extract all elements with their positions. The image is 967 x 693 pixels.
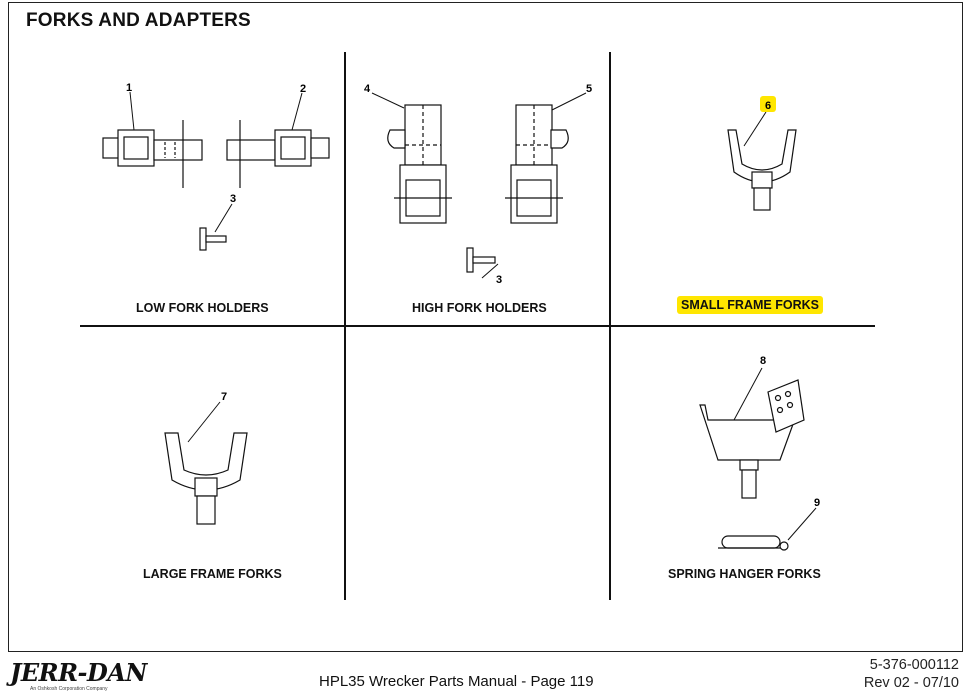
callout-number: 2 [300,83,306,95]
low-fork-holder-right [226,120,330,188]
page-frame [8,2,963,652]
caption-high-fork-holders: HIGH FORK HOLDERS [412,301,547,315]
callout-leader-6 [743,111,767,147]
callout-number: 3 [496,274,502,286]
high-fork-holder-right [505,104,569,224]
callout-number: 6 [765,100,771,112]
footer-doc-info: 5-376-000112 Rev 02 - 07/10 [864,656,959,692]
callout-leaders-low [129,91,303,233]
caption-small-frame-forks: SMALL FRAME FORKS [677,296,823,314]
callout-leader-7 [187,401,221,443]
footer-page-label: HPL35 Wrecker Parts Manual - Page 119 [319,673,594,690]
spring-hanger-fork [699,379,805,499]
callout-6-highlight [760,96,776,112]
callout-number: 7 [221,391,227,403]
high-fork-holder-left [387,104,452,224]
caption-large-frame-forks: LARGE FRAME FORKS [143,567,282,581]
callout-number: 8 [760,355,766,367]
callout-number: 5 [586,83,592,95]
callout-number: 1 [126,82,132,94]
callout-number: 4 [364,83,371,95]
grid-lines [80,52,875,600]
jerr-dan-logo: JERR-DAN [10,658,147,687]
callout-number: 3 [230,193,236,205]
pin-3-high [466,247,496,273]
logo-tagline: An Oshkosh Corporation Company [30,686,108,692]
page-title: FORKS AND ADAPTERS [26,10,251,31]
small-frame-fork [727,129,797,211]
low-fork-holder-left [102,120,203,188]
caption-low-fork-holders: LOW FORK HOLDERS [136,301,269,315]
caption-spring-hanger-forks: SPRING HANGER FORKS [668,567,821,581]
callout-number: 9 [814,497,820,509]
spring-pin-9 [718,535,789,551]
pin-3-low [199,227,227,251]
doc-number: 5-376-000112 [869,657,959,673]
callout-leader-9 [787,507,817,541]
callout-leaders-high [371,92,587,279]
callout-leader-8 [733,367,763,421]
revision: Rev 02 - 07/10 [863,675,959,691]
large-frame-fork [164,432,248,525]
